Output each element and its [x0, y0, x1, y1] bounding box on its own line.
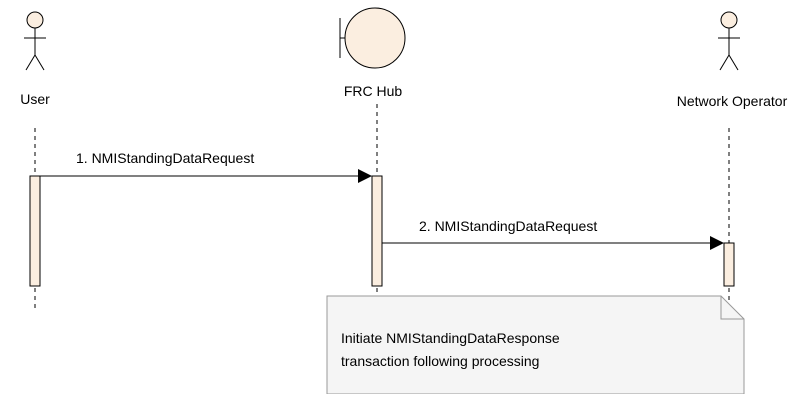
message-1-label: 1. NMIStandingDataRequest — [76, 150, 254, 166]
note-line-2: transaction following processing — [341, 353, 539, 369]
activation-bar-user — [29, 175, 41, 287]
note: Initiate NMIStandingDataResponse transac… — [326, 295, 745, 394]
boundary-icon — [339, 7, 406, 69]
user-actor-icon — [24, 11, 46, 71]
activation-bar-network-operator — [723, 242, 735, 287]
message-2-label: 2. NMIStandingDataRequest — [419, 218, 597, 234]
activation-bar-frc-hub — [371, 175, 383, 287]
network-operator-actor-icon — [718, 11, 740, 71]
note-line-1: Initiate NMIStandingDataResponse — [341, 330, 560, 346]
participant-network-operator-label: Network Operator — [677, 93, 788, 109]
participant-user-label: User — [20, 91, 50, 107]
participant-frc-hub-label: FRC Hub — [344, 83, 403, 99]
